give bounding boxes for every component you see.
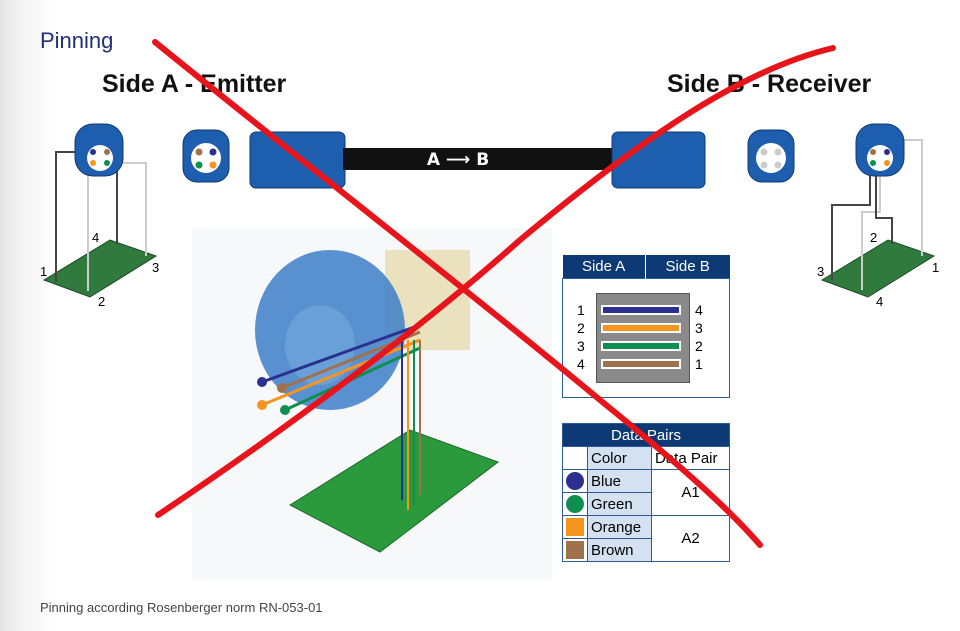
right-pin-4: 4 <box>876 294 883 309</box>
pin-a: 1 <box>577 301 585 318</box>
color-name: Orange <box>587 515 652 539</box>
data-pairs-table: Data Pairs Color Data Pair Blue A1 Green… <box>562 423 731 562</box>
cable-assembly: A ⟶ B <box>249 131 706 189</box>
pin-b: 1 <box>695 355 703 372</box>
orange-swatch-icon <box>566 518 584 536</box>
header-side-a: Side A <box>562 255 646 278</box>
right-pin-2: 2 <box>870 230 877 245</box>
right-connector-face <box>747 129 795 183</box>
left-connector-face <box>182 129 230 183</box>
data-pair: A1 <box>650 469 731 516</box>
brown-swatch-icon <box>566 541 584 559</box>
right-pin-3: 3 <box>817 264 824 279</box>
left-pin-1: 1 <box>40 264 47 279</box>
page-title: Pinning <box>40 28 114 53</box>
pin-b: 3 <box>695 319 703 336</box>
pin-b: 4 <box>695 301 703 318</box>
cable-direction-label: A ⟶ B <box>427 150 489 170</box>
footer-note: Pinning according Rosenberger norm RN-05… <box>40 600 323 615</box>
left-pcb-illustration: 1 2 3 4 <box>40 123 159 309</box>
color-name: Blue <box>587 469 652 493</box>
pin-b: 2 <box>695 337 703 354</box>
left-pin-4: 4 <box>92 230 99 245</box>
pin-a: 4 <box>577 355 585 372</box>
pin-a: 2 <box>577 319 585 336</box>
green-swatch-icon <box>566 495 584 513</box>
left-pin-2: 2 <box>98 294 105 309</box>
right-pcb-illustration: 1 2 3 4 <box>817 123 939 309</box>
right-pin-1: 1 <box>932 260 939 275</box>
header-side-b: Side B <box>665 257 710 275</box>
data-pair: A2 <box>650 515 731 562</box>
blue-swatch-icon <box>566 472 584 490</box>
connector-3d-illustration <box>192 228 552 580</box>
header-color: Color <box>587 446 652 470</box>
color-name: Brown <box>587 538 652 562</box>
left-pin-3: 3 <box>152 260 159 275</box>
header-data-pair: Data Pair <box>650 446 731 470</box>
color-name: Green <box>587 492 652 516</box>
pin-a: 3 <box>577 337 585 354</box>
data-pairs-title: Data Pairs <box>562 423 730 447</box>
